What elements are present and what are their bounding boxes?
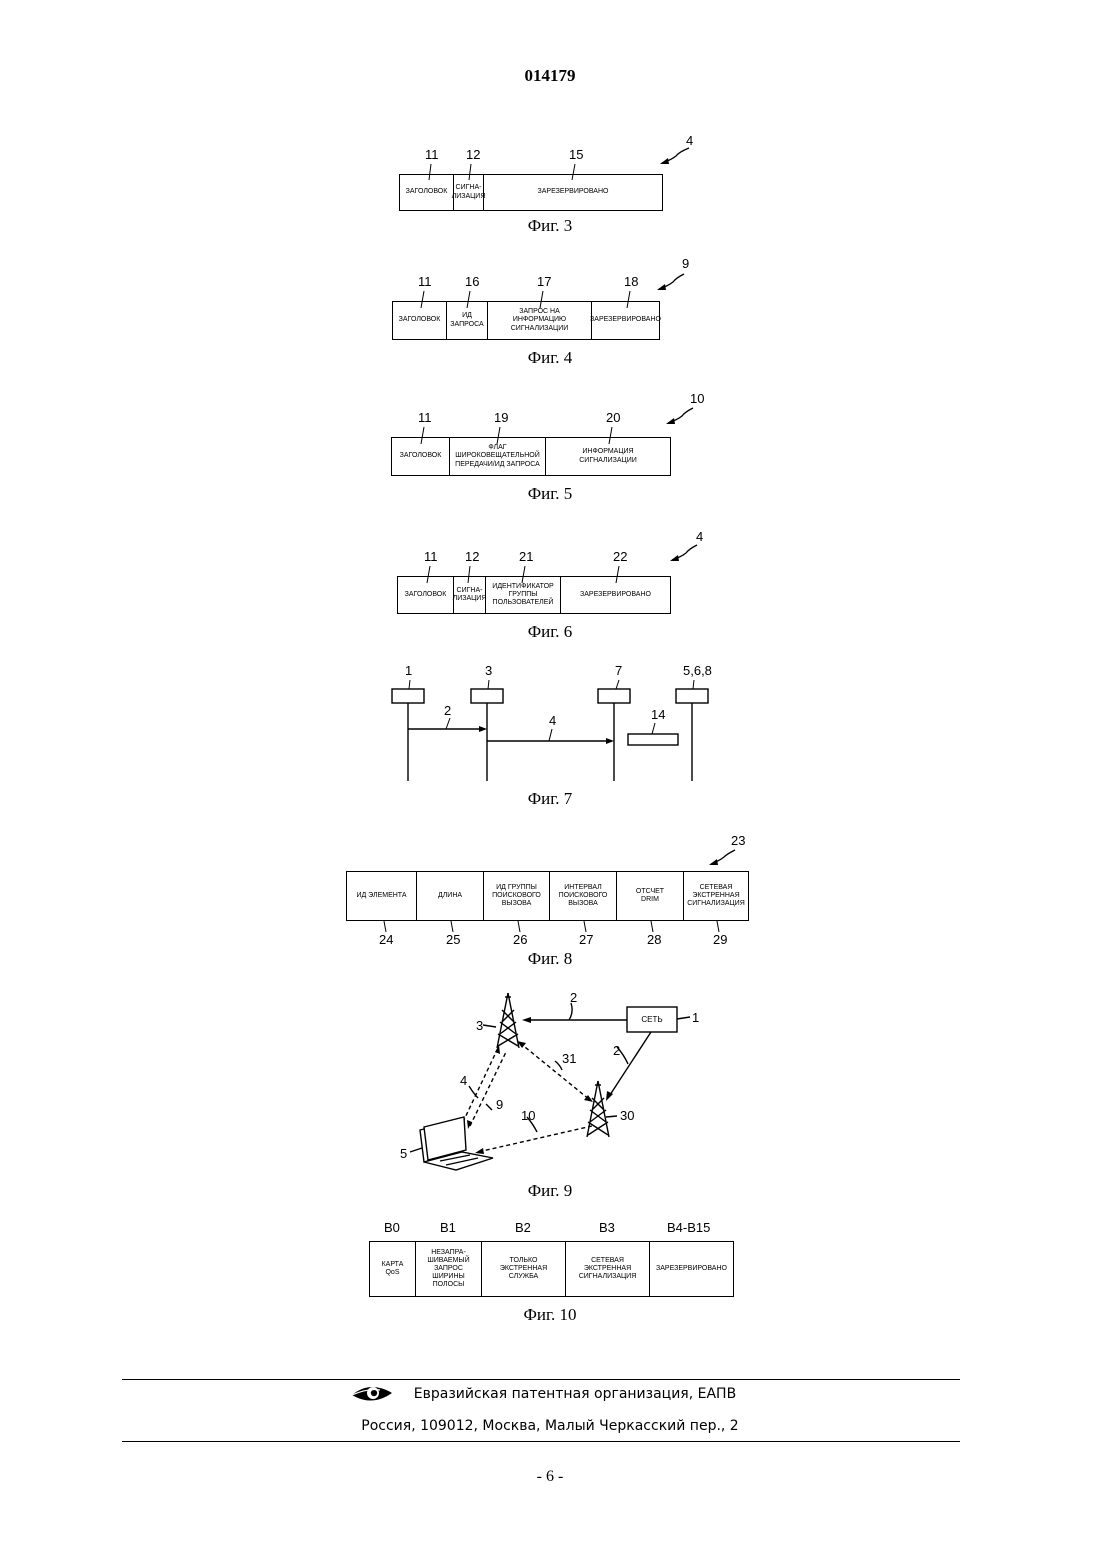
footer-rule-bottom xyxy=(122,1441,960,1442)
footer-org-name: Евразийская патентная организация, ЕАПВ xyxy=(0,1386,1100,1402)
footer-address: Россия, 109012, Москва, Малый Черкасский… xyxy=(0,1418,1100,1434)
page-number: - 6 - xyxy=(0,1468,1100,1486)
